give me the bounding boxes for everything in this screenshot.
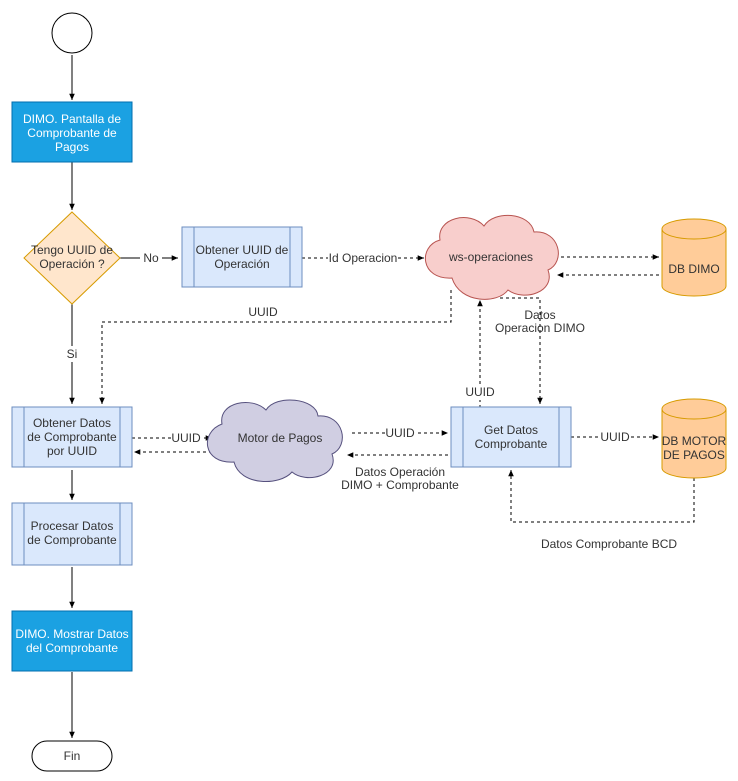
- edge-label-datos-op-comprobante-1: Datos Operación: [355, 465, 445, 479]
- edge-label-uuid-ws-obtener: UUID: [248, 305, 278, 319]
- dimo-mostrar-node: DIMO. Mostrar Datos del Comprobante: [11, 610, 133, 672]
- start-node: [51, 12, 93, 54]
- procesar-line-2: de Comprobante: [27, 533, 117, 547]
- decision-node: Tengo UUID de Operación ?: [23, 211, 121, 305]
- edge-label-uuid-get-dbmotor: UUID: [600, 430, 630, 444]
- procesar-node: Procesar Datos de Comprobante: [11, 502, 133, 566]
- motor-pagos-cloud: Motor de Pagos: [207, 399, 343, 482]
- decision-line-1: Tengo UUID de: [31, 243, 113, 257]
- edge-label-uuid-motor-get: UUID: [385, 426, 415, 440]
- db-motor-line-2: DE PAGOS: [663, 448, 725, 462]
- motor-pagos-label: Motor de Pagos: [238, 431, 323, 445]
- edge-label-si: Si: [67, 347, 78, 361]
- db-dimo-node: DB DIMO: [661, 218, 727, 297]
- fin-label: Fin: [64, 749, 81, 763]
- dimo-mostrar-line-1: DIMO. Mostrar Datos: [15, 627, 128, 641]
- obtener-uuid-line-1: Obtener UUID de: [196, 243, 289, 257]
- edge-dbmotor-to-get-datos: [508, 470, 695, 523]
- procesar-line-1: Procesar Datos: [31, 519, 114, 533]
- edge-label-datos-comprobante-bcd: Datos Comprobante BCD: [541, 537, 677, 551]
- obtener-uuid-line-2: Operación: [214, 257, 269, 271]
- edge-ws-to-obtener-datos: [99, 290, 452, 404]
- edge-label-datos-op-comprobante-2: DIMO + Comprobante: [341, 478, 459, 492]
- edge-label-uuid-obtener-motor: UUID: [171, 431, 201, 445]
- ws-operaciones-label: ws-operaciones: [448, 250, 533, 264]
- ws-operaciones-cloud: ws-operaciones: [425, 214, 559, 300]
- get-datos-line-2: Comprobante: [475, 437, 548, 451]
- dimo-pantalla-line-3: Pagos: [55, 140, 89, 154]
- obtener-datos-line-3: por UUID: [47, 444, 97, 458]
- obtener-uuid-node: Obtener UUID de Operación: [181, 226, 303, 288]
- edge-ws-to-get-datos: [500, 297, 543, 404]
- edge-label-datos-op-dimo-1: Datos: [524, 308, 555, 322]
- decision-line-2: Operación ?: [39, 257, 105, 271]
- dimo-pantalla-node: DIMO. Pantalla de Comprobante de Pagos: [11, 101, 133, 163]
- obtener-datos-line-1: Obtener Datos: [33, 416, 111, 430]
- edge-label-datos-op-dimo-2: Operacion DIMO: [495, 321, 585, 335]
- obtener-datos-node: Obtener Datos de Comprobante por UUID: [11, 406, 133, 468]
- dimo-mostrar-line-2: del Comprobante: [26, 641, 118, 655]
- get-datos-line-1: Get Datos: [484, 423, 538, 437]
- dimo-pantalla-line-1: DIMO. Pantalla de: [23, 112, 121, 126]
- db-motor-pagos-node: DB MOTOR DE PAGOS: [661, 398, 727, 479]
- db-motor-line-1: DB MOTOR: [662, 434, 727, 448]
- fin-node: Fin: [31, 740, 113, 772]
- db-dimo-label: DB DIMO: [668, 262, 719, 276]
- edge-label-id-operacion: Id Operacion: [329, 251, 398, 265]
- get-datos-node: Get Datos Comprobante: [450, 406, 572, 468]
- edge-label-uuid-get-ws: UUID: [465, 385, 495, 399]
- dimo-pantalla-line-2: Comprobante de: [27, 126, 117, 140]
- obtener-datos-line-2: de Comprobante: [27, 430, 117, 444]
- edge-label-no: No: [143, 251, 159, 265]
